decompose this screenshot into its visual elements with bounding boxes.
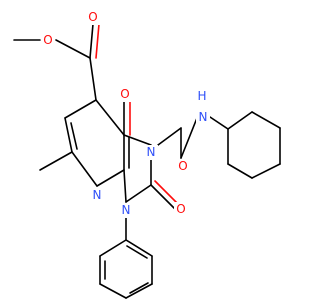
bond-n3-ch2 — [157, 127, 182, 146]
label-mask — [196, 110, 210, 125]
ester-methoxy-oxygen: O — [43, 33, 52, 47]
bond-ring-fusion — [123, 169, 127, 203]
bond-c2-o — [150, 184, 176, 210]
label-mask — [119, 203, 133, 218]
bond-ester-c-o — [89, 23, 94, 59]
bond-ring-b — [64, 117, 73, 153]
label-mask — [174, 202, 188, 217]
ring-nitrogen-n1: N — [122, 203, 131, 217]
bond-cy-e — [227, 163, 253, 179]
bond-o-ester-c — [55, 39, 91, 59]
pyridine-nitrogen: N — [93, 188, 102, 202]
bond-methyl — [39, 151, 73, 171]
label-mask — [86, 10, 100, 25]
label-mask — [41, 33, 55, 48]
bond-ring-b-double — [70, 122, 78, 150]
bond-ph-c — [99, 283, 127, 299]
bond-cy-b — [251, 111, 281, 129]
bond-c-nh — [180, 117, 198, 159]
bond-ester-c-ring — [89, 57, 97, 101]
bond-c2-o-double — [154, 180, 179, 205]
bond-ph-d — [125, 283, 153, 299]
bond-cy-a — [227, 111, 253, 130]
bond-nh-cyclohexyl — [209, 116, 229, 130]
bond-ester-c-o-double — [95, 23, 100, 59]
amide-carbonyl-oxygen: O — [178, 159, 187, 173]
bond-ph-inner-3 — [126, 245, 148, 259]
bond-c2-n1 — [125, 184, 152, 203]
label-mask — [196, 89, 208, 103]
bond-ph-inner-2 — [129, 282, 149, 294]
amide-nh-hydrogen: H — [197, 89, 206, 103]
c2-carbonyl-oxygen: O — [176, 202, 185, 216]
bond-cy-d — [251, 163, 281, 179]
ring-nitrogen-n3: N — [147, 145, 156, 159]
ester-carbonyl-oxygen: O — [88, 10, 97, 24]
bond-c4-n3 — [123, 134, 152, 146]
bond-ring-f — [95, 99, 125, 136]
label-mask — [90, 188, 104, 203]
bond-lines — [13, 23, 281, 299]
bond-ph-f — [125, 239, 153, 257]
c4-carbonyl-oxygen: O — [120, 87, 129, 101]
bond-ring-c — [71, 151, 98, 187]
label-mask — [118, 87, 132, 102]
bond-ring-a — [64, 99, 97, 119]
molecule-structure-diagram: O O O O O H N N N N — [13, 10, 281, 299]
label-mask — [176, 159, 190, 174]
atom-labels: O O O O O H N N N N — [41, 10, 210, 218]
amide-nitrogen: N — [199, 110, 208, 124]
bond-ph-a — [99, 239, 127, 257]
label-mask — [144, 145, 158, 160]
bond-ring-d — [96, 169, 125, 187]
